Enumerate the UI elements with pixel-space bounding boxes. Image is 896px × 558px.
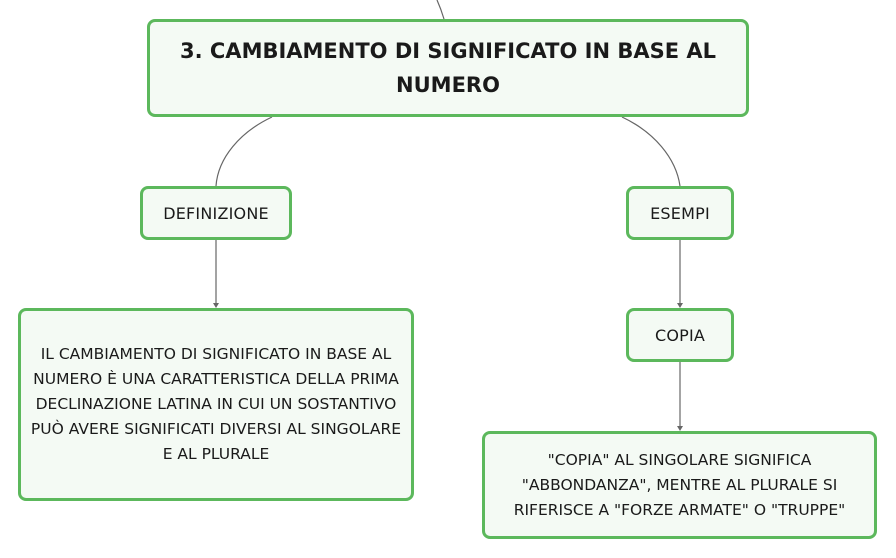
esempi-node[interactable]: ESEMPI (626, 186, 734, 240)
arrowhead-copia (677, 303, 683, 308)
connector-title-to-definizione (215, 116, 273, 187)
title-node[interactable]: 3. CAMBIAMENTO DI SIGNIFICATO IN BASE AL… (147, 19, 749, 117)
connector-title-to-esempi (621, 116, 681, 187)
title-text: 3. CAMBIAMENTO DI SIGNIFICATO IN BASE AL… (180, 39, 717, 97)
arrowhead-definizione-body (213, 303, 219, 308)
connector-parent-to-title (436, 0, 445, 20)
definizione-node[interactable]: DEFINIZIONE (140, 186, 292, 240)
definizione-label: DEFINIZIONE (163, 203, 269, 223)
definizione-body-text: IL CAMBIAMENTO DI SIGNIFICATO IN BASE AL… (30, 345, 402, 463)
esempi-label: ESEMPI (650, 203, 710, 223)
copia-body-node[interactable]: "COPIA" AL SINGOLARE SIGNIFICA "ABBONDAN… (482, 431, 877, 539)
copia-body-text: "COPIA" AL SINGOLARE SIGNIFICA "ABBONDAN… (513, 450, 846, 519)
arrowhead-copia-body (677, 426, 683, 431)
definizione-body-node[interactable]: IL CAMBIAMENTO DI SIGNIFICATO IN BASE AL… (18, 308, 414, 501)
copia-label: COPIA (654, 325, 706, 345)
copia-node[interactable]: COPIA (626, 308, 734, 362)
